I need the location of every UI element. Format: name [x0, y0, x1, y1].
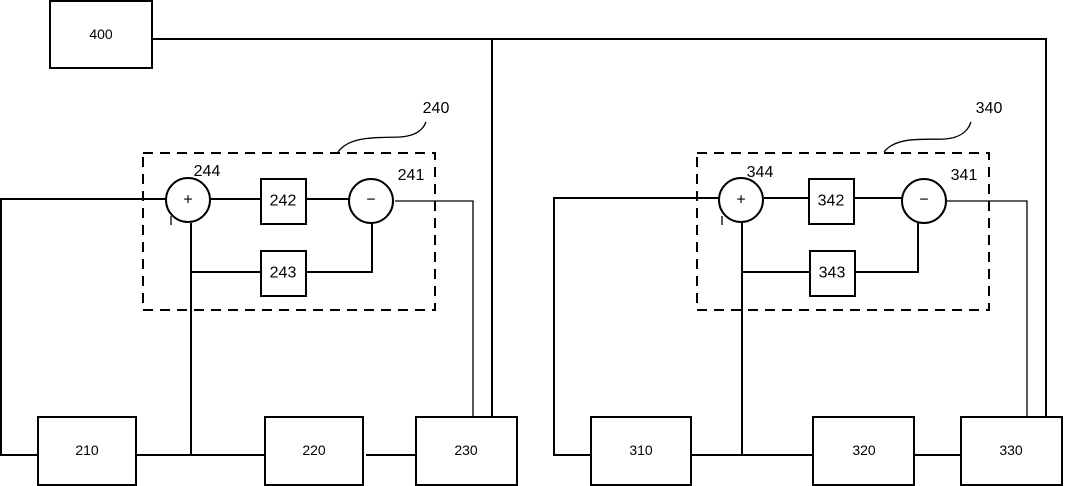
block-243-box — [260, 250, 307, 297]
group-240-boundary — [142, 152, 436, 311]
unit-310-box — [590, 416, 692, 486]
block-242-box — [260, 178, 307, 225]
unit-210-box — [37, 416, 137, 486]
group-340-label: 340 — [976, 100, 1003, 117]
unit-210-label: 210 — [75, 442, 99, 458]
unit-330: 330 — [960, 416, 1063, 486]
wire-243-241 — [306, 223, 373, 273]
group-240-label: 240 — [423, 100, 450, 117]
unit-330-label: 330 — [999, 442, 1023, 458]
unit-330-box — [960, 416, 1063, 486]
bus-to-330 — [152, 38, 1047, 416]
sum-junction-344: + 344 — [718, 164, 774, 225]
sum-junction-241: − 241 — [348, 167, 425, 224]
minus-icon: − — [919, 192, 928, 209]
controller-box — [49, 0, 153, 69]
subsystem-left: 240 + 244 242 − 241 — [0, 100, 518, 486]
sum-341-label: 341 — [951, 167, 978, 184]
block-242-label: 242 — [270, 193, 297, 210]
unit-310-label: 310 — [629, 442, 653, 458]
block-242: 242 — [260, 178, 307, 225]
unit-310: 310 — [590, 416, 692, 486]
unit-220-box — [264, 416, 364, 486]
unit-220: 220 — [264, 416, 364, 486]
controller-label: 400 — [89, 26, 113, 42]
unit-220-label: 220 — [302, 442, 326, 458]
block-342-label: 342 — [818, 193, 845, 210]
unit-230-label: 230 — [454, 442, 478, 458]
minus-icon: − — [366, 192, 375, 209]
wire-feedback-210 — [0, 198, 166, 456]
subsystem-right: 340 + 344 342 − 341 — [553, 100, 1063, 486]
block-342-box — [808, 178, 855, 225]
plus-icon: + — [183, 192, 192, 209]
unit-320-box — [812, 416, 915, 486]
unit-320-label: 320 — [852, 442, 876, 458]
group-340-boundary — [696, 152, 990, 311]
wire-feedback-310 — [553, 197, 719, 456]
wire-343-341 — [853, 223, 919, 273]
unit-230-box — [415, 416, 518, 486]
block-342: 342 — [808, 178, 855, 225]
group-240-leader — [337, 121, 427, 153]
sum-junction-244: + 244 — [165, 163, 221, 225]
sum-junction-341: − 341 — [901, 167, 978, 224]
block-343-box — [809, 250, 856, 297]
sum-241-label: 241 — [398, 167, 425, 184]
sum-344-label: 344 — [747, 164, 774, 181]
group-340-leader — [883, 121, 972, 153]
unit-320: 320 — [812, 416, 915, 486]
controller-400: 400 — [49, 0, 153, 69]
minus-junction-circle — [348, 178, 394, 224]
minus-junction-circle — [901, 178, 947, 224]
block-243-label: 243 — [270, 265, 297, 282]
controller-bus — [152, 38, 1047, 416]
sum-244-label: 244 — [194, 163, 221, 180]
unit-230: 230 — [415, 416, 518, 486]
wire-241-230 — [395, 200, 474, 416]
plus-junction-circle — [165, 177, 211, 223]
wire-341-330 — [946, 200, 1028, 416]
block-243: 243 — [260, 250, 307, 297]
unit-210: 210 — [37, 416, 137, 486]
block-343-label: 343 — [819, 265, 846, 282]
plus-junction-circle — [718, 177, 764, 223]
block-343: 343 — [809, 250, 856, 297]
plus-icon: + — [736, 192, 745, 209]
